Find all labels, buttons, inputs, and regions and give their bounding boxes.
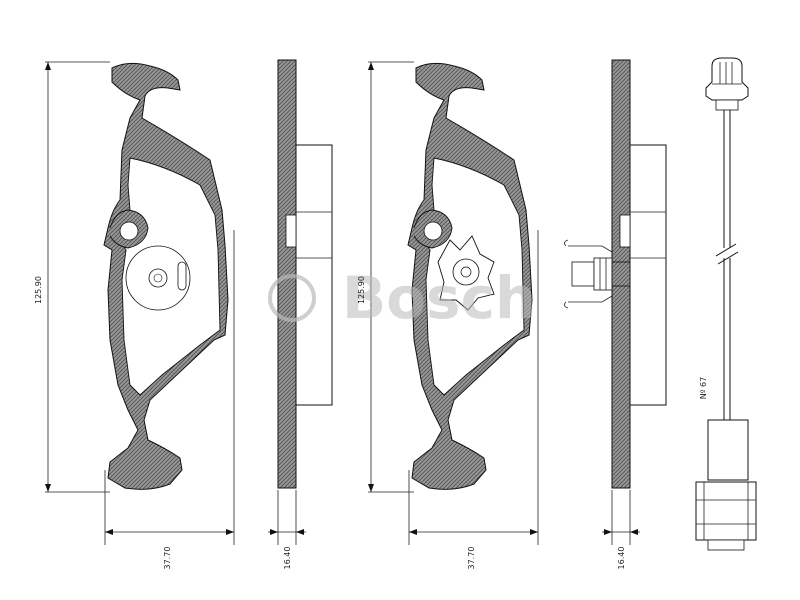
watermark-brand: Bosch	[342, 264, 536, 332]
sensor-number-label: Nº 67	[699, 377, 708, 399]
pad1-slot	[177, 261, 187, 291]
pad2-side-view	[564, 59, 667, 545]
sensor-plug-upper	[707, 419, 749, 481]
pad2-front-view	[368, 61, 539, 545]
pad2-clip-side	[564, 239, 631, 309]
sensor-connector-head	[705, 57, 749, 101]
pad2-thickness-label: 16.40	[617, 547, 626, 570]
pad1-height-label: 125.90	[34, 276, 43, 304]
pad2-height-label: 125.90	[357, 276, 366, 304]
pad2-spring-clip	[437, 235, 495, 311]
pad1-side-view	[268, 59, 333, 545]
pad2-width-label: 37.70	[467, 547, 476, 570]
pad1-width-label: 37.70	[163, 547, 172, 570]
bosch-watermark: Bosch	[268, 264, 536, 332]
copyright-circle	[268, 274, 316, 322]
pad1-thickness-label: 16.40	[283, 547, 292, 570]
sensor-plug-lower	[695, 481, 757, 541]
pad1-front-view	[45, 61, 235, 545]
wear-sensor	[695, 57, 757, 551]
